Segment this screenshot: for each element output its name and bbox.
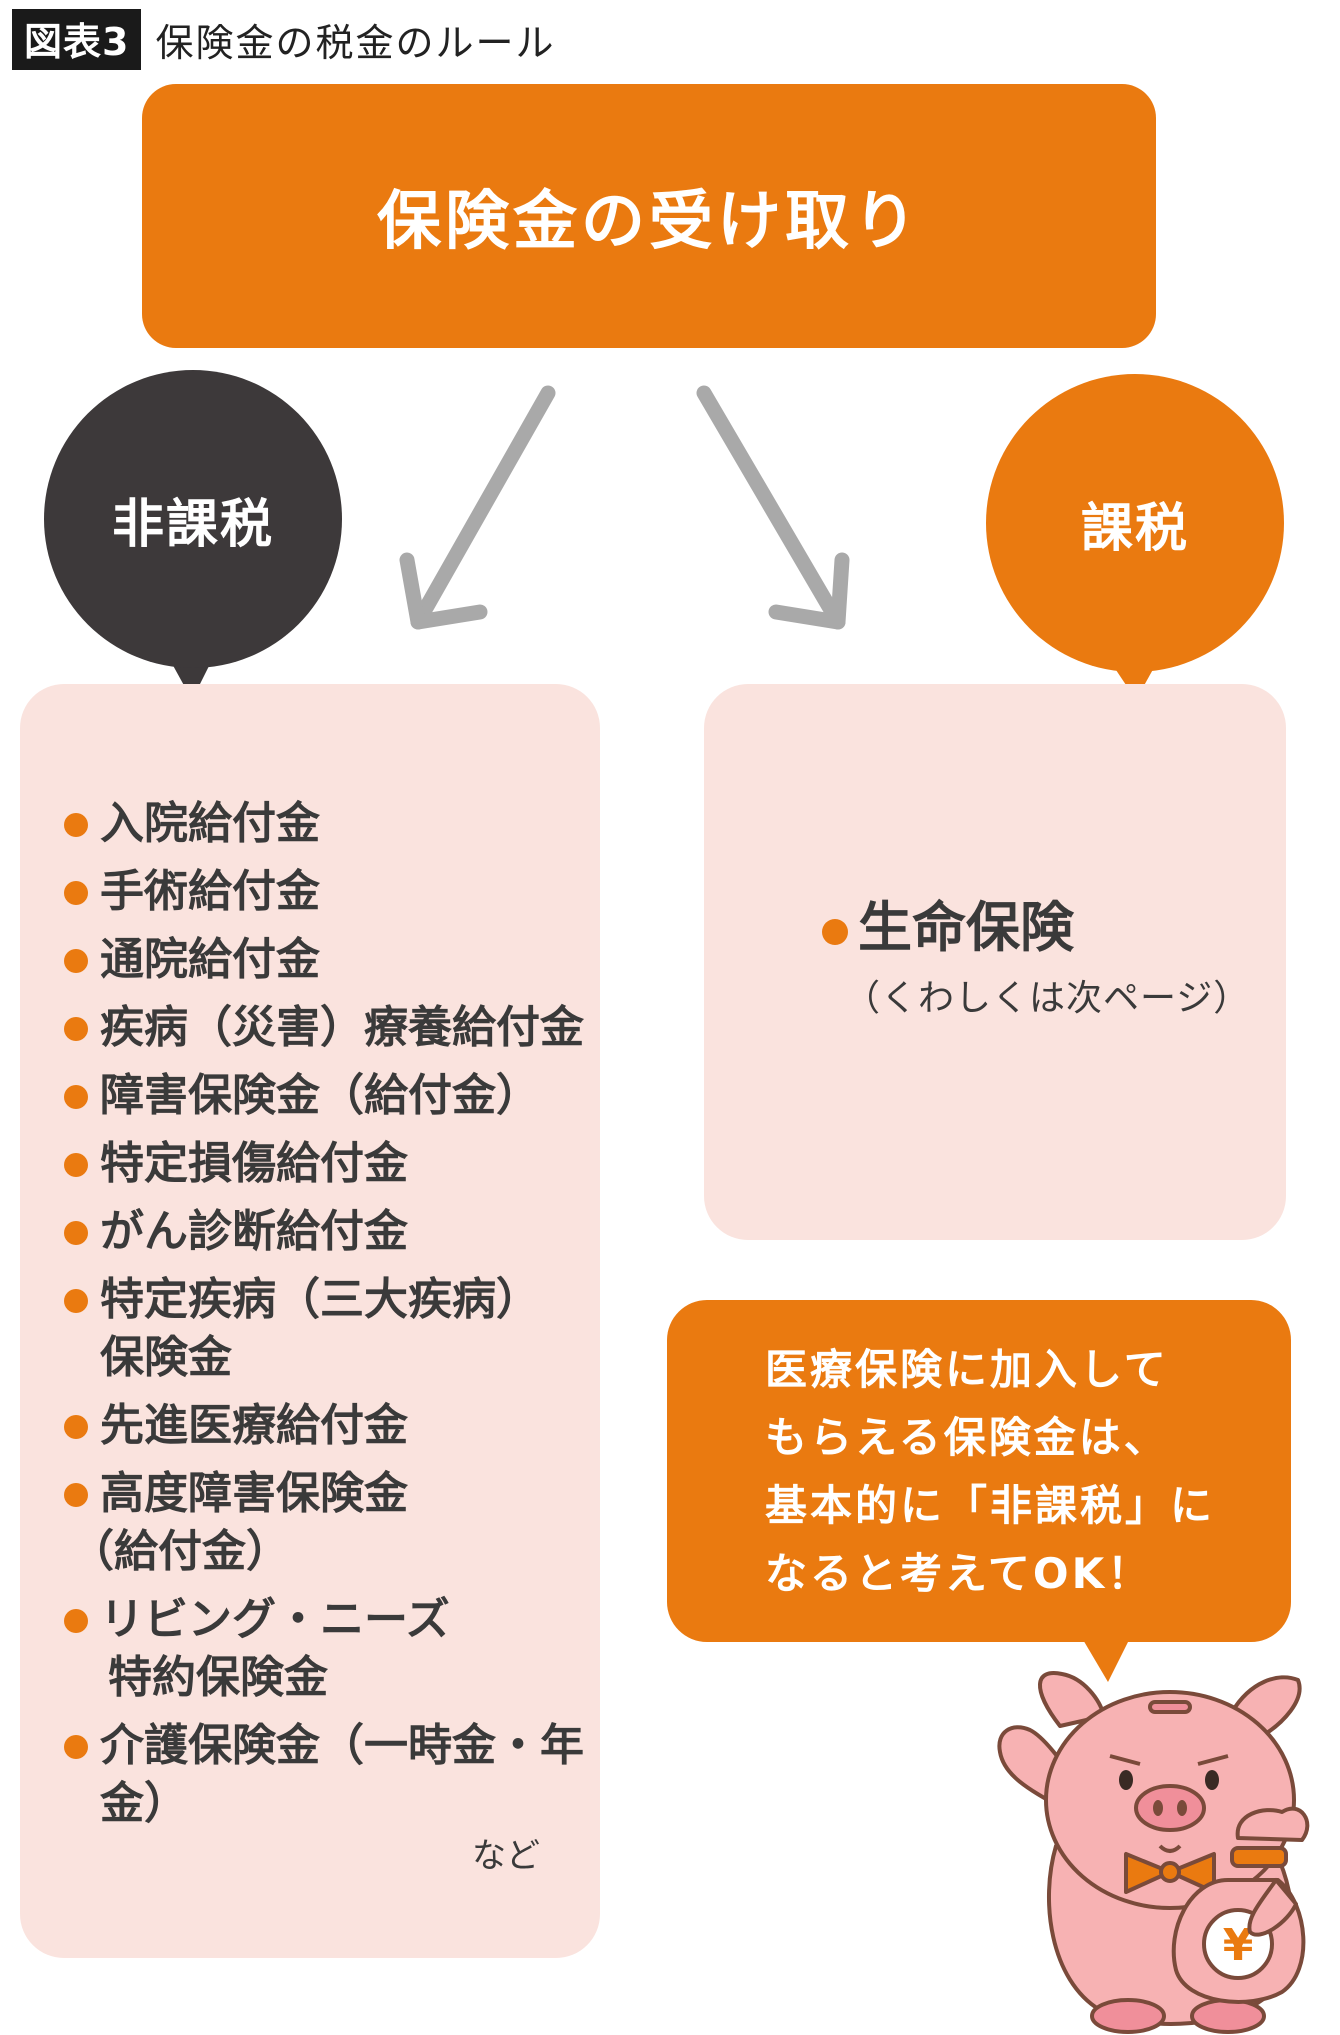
list-item-text: 障害保険金（給付金）: [100, 1070, 540, 1121]
list-item-text: リビング・ニーズ: [100, 1594, 450, 1645]
bullet-dot-icon: [64, 1609, 88, 1633]
list-item-text: 先進医療給付金: [100, 1400, 408, 1451]
list-item-text: 疾病（災害）療養給付金: [100, 1002, 584, 1053]
list-item: 特定損傷給付金: [62, 1135, 602, 1193]
list-item-text-continued: （給付金）: [70, 1526, 290, 1577]
list-item: 特定疾病（三大疾病） 保険金: [62, 1271, 602, 1387]
taxable-item-note: （くわしくは次ページ）: [844, 978, 1251, 1019]
bullet-dot-icon: [64, 1483, 88, 1507]
list-footnote: など: [472, 1836, 540, 1876]
list-item-text: 高度障害保険金: [100, 1468, 408, 1519]
figure-label: 図表3: [12, 8, 142, 70]
list-item-text: 特定疾病（三大疾病）: [100, 1274, 540, 1325]
figure-title: 保険金の税金のルール: [155, 20, 556, 65]
taxable-item: 生命保険 （くわしくは次ページ）: [822, 895, 1250, 1021]
taxable-panel: [704, 684, 1286, 1240]
bullet-dot-icon: [64, 1153, 88, 1177]
bullet-dot-icon: [64, 1289, 88, 1313]
non-taxable-label: 非課税: [111, 494, 274, 555]
non-taxable-panel: [20, 684, 600, 1958]
list-item: 高度障害保険金 （給付金）: [62, 1465, 602, 1581]
list-item-text-continued: 保険金: [100, 1332, 232, 1383]
speech-line: 医療保険に加入して: [765, 1345, 1169, 1394]
yen-money-bag-icon: ¥: [1171, 1806, 1310, 2004]
bullet-dot-icon: [64, 1735, 88, 1759]
non-taxable-item-list: 入院給付金 手術給付金 通院給付金 疾病（災害）療養給付金 障害保険金（給付金）…: [62, 795, 602, 1843]
list-item-text: 介護保険金（一時金・年金）: [100, 1720, 584, 1829]
bullet-dot-icon: [64, 1017, 88, 1041]
list-item-text: 手術給付金: [100, 866, 320, 917]
insurance-receipt-label: 保険金の受け取り: [377, 185, 921, 259]
bullet-dot-icon: [64, 813, 88, 837]
left-gray-arrow-icon: [399, 385, 556, 630]
taxable-item-row: 生命保険: [822, 895, 1250, 961]
speech-bubble: 医療保険に加入して もらえる保険金は、 基本的に「非課税」に なると考えてOK！: [667, 1300, 1291, 1642]
list-item: 手術給付金: [62, 863, 602, 921]
speech-line: もらえる保険金は、: [765, 1413, 1169, 1462]
bullet-dot-icon: [64, 1085, 88, 1109]
list-item-text: 通院給付金: [100, 934, 320, 985]
list-item: 障害保険金（給付金）: [62, 1067, 602, 1125]
speech-line: なると考えてOK！: [765, 1549, 1153, 1598]
list-item-text: 入院給付金: [100, 798, 320, 849]
list-item: リビング・ニーズ特約保険金: [62, 1591, 602, 1707]
bullet-dot-icon: [64, 881, 88, 905]
list-item: 入院給付金: [62, 795, 602, 853]
list-item: 通院給付金: [62, 931, 602, 989]
list-item: 先進医療給付金: [62, 1397, 602, 1455]
bullet-dot-icon: [822, 919, 848, 945]
figure-header: 図表3 保険金の税金のルール: [12, 8, 556, 70]
list-item-text-continued: 特約保険金: [108, 1652, 328, 1703]
bullet-dot-icon: [64, 1415, 88, 1439]
bullet-dot-icon: [64, 1221, 88, 1245]
dark-circle-tail: [170, 660, 212, 700]
speech-bubble-tail: [1082, 1638, 1130, 1682]
bullet-dot-icon: [64, 949, 88, 973]
non-taxable-circle: 非課税: [44, 370, 342, 668]
list-item: 疾病（災害）療養給付金: [62, 999, 602, 1057]
right-gray-arrow-icon: [696, 385, 850, 630]
list-item: 介護保険金（一時金・年金）: [62, 1717, 602, 1833]
list-item: がん診断給付金: [62, 1203, 602, 1261]
taxable-item-label: 生命保険: [858, 896, 1074, 959]
taxable-circle: 課税: [986, 374, 1284, 672]
speech-bubble-text: 医療保険に加入して もらえる保険金は、 基本的に「非課税」に なると考えてOK！: [765, 1336, 1215, 1608]
orange-circle-tail: [1112, 664, 1156, 700]
insurance-receipt-box: 保険金の受け取り: [142, 84, 1156, 348]
taxable-label: 課税: [1080, 498, 1189, 559]
list-item-text: がん診断給付金: [100, 1206, 408, 1257]
list-item-text: 特定損傷給付金: [100, 1138, 408, 1189]
speech-line: 基本的に「非課税」に: [765, 1481, 1216, 1530]
